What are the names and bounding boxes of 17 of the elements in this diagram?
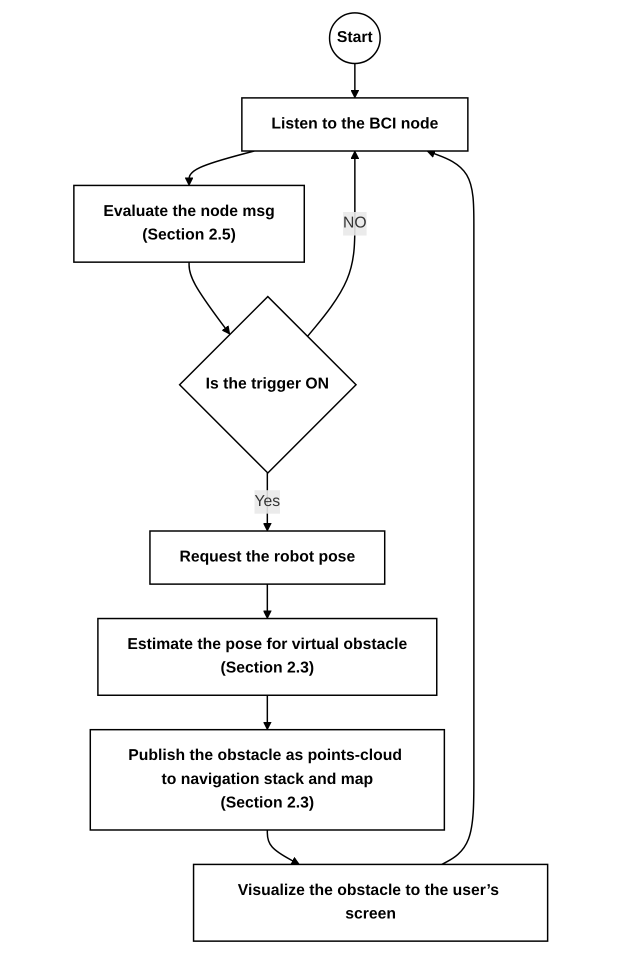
node-box: Request the robot pose — [149, 530, 386, 585]
node-box: Visualize the obstacle to the user’s screen — [193, 864, 549, 942]
arrow — [263, 584, 272, 619]
node-box: Evaluate the node msg (Section 2.5) — [73, 184, 306, 263]
arrow — [307, 150, 360, 338]
arrow — [263, 695, 272, 730]
arrow — [188, 262, 230, 335]
node-diamond: Is the trigger ON — [178, 296, 358, 474]
edge-label: Yes — [254, 493, 280, 510]
arrow — [266, 830, 300, 865]
node-circle: Start — [329, 12, 382, 64]
arrow — [350, 63, 360, 98]
node-box: Publish the obstacle as points-cloud to navigation stack and map (Section 2.3) — [90, 728, 446, 831]
node-box: Listen to the BCI node — [241, 97, 469, 152]
node-box: Estimate the pose for virtual obstacle (Section 2.3) — [97, 618, 438, 696]
arrow — [426, 150, 475, 866]
edge-label: NO — [343, 214, 367, 232]
